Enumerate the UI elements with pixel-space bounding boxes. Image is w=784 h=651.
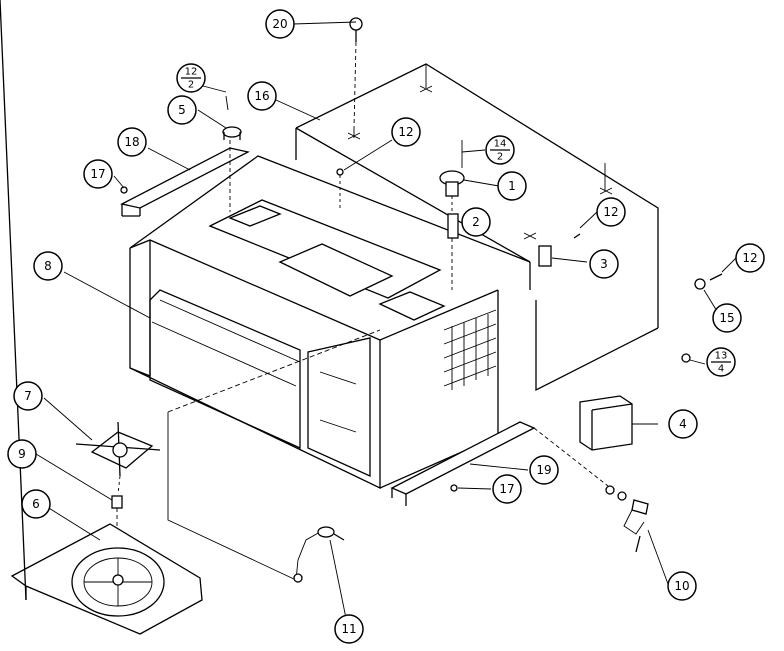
callout-circle (7, 439, 37, 469)
fan-tray-6 (0, 0, 203, 635)
callout-circle (33, 251, 63, 281)
callout-c1: 1 (497, 171, 527, 201)
cover-4 (579, 395, 633, 451)
callout-circle (461, 207, 491, 237)
callout-label: 5 (178, 103, 186, 117)
callout-label: 18 (124, 135, 139, 149)
callout-c5: 5 (167, 95, 197, 125)
main-chassis (129, 155, 531, 490)
callout-label: 10 (674, 579, 689, 593)
knob-20 (349, 17, 363, 129)
callout-circle (247, 81, 277, 111)
callout-c14: 142 (485, 135, 515, 165)
callout-circle (735, 243, 765, 273)
callout-label: 7 (24, 389, 32, 403)
callout-c4: 4 (668, 409, 698, 439)
callout-label: 11 (341, 622, 356, 636)
callout-circle (497, 171, 527, 201)
callout-c6: 6 (21, 489, 51, 519)
callout-bottom: 2 (497, 152, 503, 163)
callout-label: 20 (272, 17, 287, 31)
callout-c9: 9 (7, 439, 37, 469)
bracket-18 (120, 140, 250, 217)
callout-bottom: 4 (718, 364, 724, 375)
callout-label: 17 (90, 167, 105, 181)
callout-label: 6 (32, 497, 40, 511)
callout-c12d: 12 (735, 243, 765, 273)
callout-label: 3 (600, 257, 608, 271)
switch-5 (222, 95, 242, 140)
callout-top: 12 (185, 67, 198, 78)
callout-top: 14 (494, 139, 507, 150)
door-panel (167, 329, 381, 581)
callout-label: 9 (18, 447, 26, 461)
callout-bottom: 2 (188, 80, 194, 91)
callout-circle (334, 614, 364, 644)
fuse-holder-10 (605, 485, 649, 553)
callout-label: 4 (679, 417, 687, 431)
callout-c15: 15 (712, 303, 742, 333)
callout-c12c: 12 (596, 197, 626, 227)
callout-label: 12 (398, 125, 413, 139)
fastener-15 (573, 233, 723, 363)
callout-circle (529, 455, 559, 485)
callout-circle (391, 117, 421, 147)
sensor-11 (293, 526, 345, 583)
callout-c12a: 122 (176, 63, 206, 93)
callout-c13: 134 (706, 347, 736, 377)
callout-c16: 16 (247, 81, 277, 111)
callout-c17b: 17 (492, 474, 522, 504)
screws (120, 168, 458, 492)
callout-circle (712, 303, 742, 333)
callout-label: 17 (499, 482, 514, 496)
callout-circle (265, 9, 295, 39)
callout-label: 2 (472, 215, 480, 229)
stirrer-7 (75, 421, 161, 495)
callout-circle (13, 381, 43, 411)
callout-label: 12 (603, 205, 618, 219)
lamp-assembly (439, 140, 465, 290)
callout-label: 1 (508, 179, 516, 193)
leader-lines (35, 21, 737, 629)
callout-circle (492, 474, 522, 504)
callout-c17a: 17 (83, 159, 113, 189)
callout-label: 19 (536, 463, 551, 477)
callout-c2: 2 (461, 207, 491, 237)
callout-circle (117, 127, 147, 157)
callout-c11: 11 (334, 614, 364, 644)
callout-circle (667, 571, 697, 601)
callout-c20: 20 (265, 9, 295, 39)
callout-circle (21, 489, 51, 519)
callout-c18: 18 (117, 127, 147, 157)
callout-circle (668, 409, 698, 439)
callout-circle (596, 197, 626, 227)
callout-circle (589, 249, 619, 279)
callout-top: 13 (715, 351, 728, 362)
bracket-19 (390, 421, 609, 506)
callout-c10: 10 (667, 571, 697, 601)
callout-circle (167, 95, 197, 125)
outer-cabinet (295, 63, 659, 392)
callout-label: 15 (719, 311, 734, 325)
callout-c3: 3 (589, 249, 619, 279)
callout-label: 12 (742, 251, 757, 265)
callout-c7: 7 (13, 381, 43, 411)
callout-circle (83, 159, 113, 189)
callout-c8: 8 (33, 251, 63, 281)
callout-c19: 19 (529, 455, 559, 485)
callout-label: 16 (254, 89, 269, 103)
callout-label: 8 (44, 259, 52, 273)
callout-c12b: 12 (391, 117, 421, 147)
